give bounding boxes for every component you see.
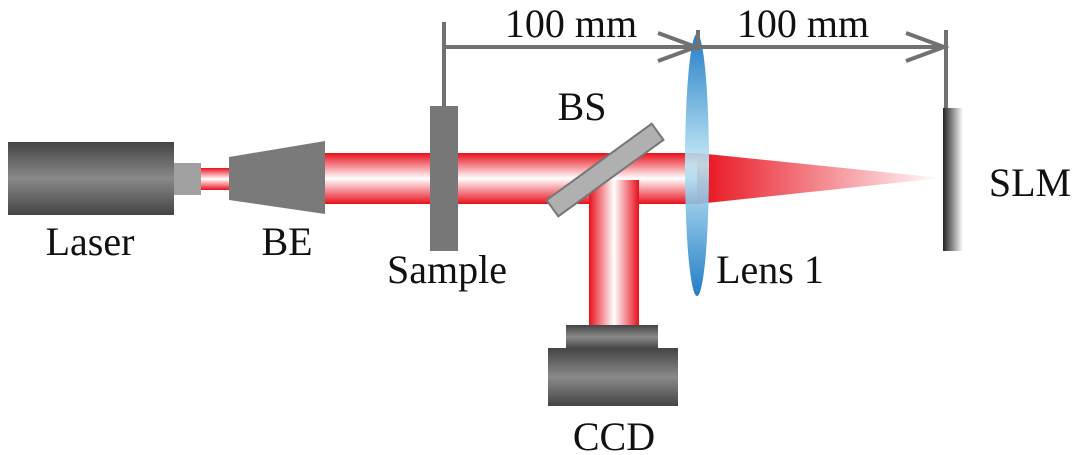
ccd-body: [548, 348, 678, 406]
bs-label: BS: [558, 84, 607, 129]
slm: [943, 108, 963, 251]
arrow-head-1: [657, 31, 702, 63]
focused-beam-cone: [697, 153, 942, 204]
reflected-beam: [589, 180, 639, 328]
ccd-top: [566, 325, 658, 349]
laser-label: Laser: [46, 219, 135, 264]
sample: [430, 106, 458, 251]
lens-1: [685, 34, 709, 296]
sample-label: Sample: [387, 247, 507, 292]
arrow-head-2: [905, 31, 950, 63]
slm-label: SLM: [989, 160, 1071, 205]
expanded-beam: [324, 153, 698, 204]
laser-nozzle: [174, 163, 201, 195]
thin-beam: [199, 168, 231, 190]
laser-body: [8, 142, 174, 215]
distance-label-1: 100 mm: [505, 1, 637, 46]
dimension-lines: [442, 22, 950, 108]
be-label: BE: [261, 219, 312, 264]
distance-label-2: 100 mm: [737, 1, 869, 46]
ccd-label: CCD: [573, 414, 655, 455]
beam-expander: [229, 141, 325, 214]
beam-splitter: [545, 122, 665, 218]
lens-label: Lens 1: [716, 247, 824, 292]
